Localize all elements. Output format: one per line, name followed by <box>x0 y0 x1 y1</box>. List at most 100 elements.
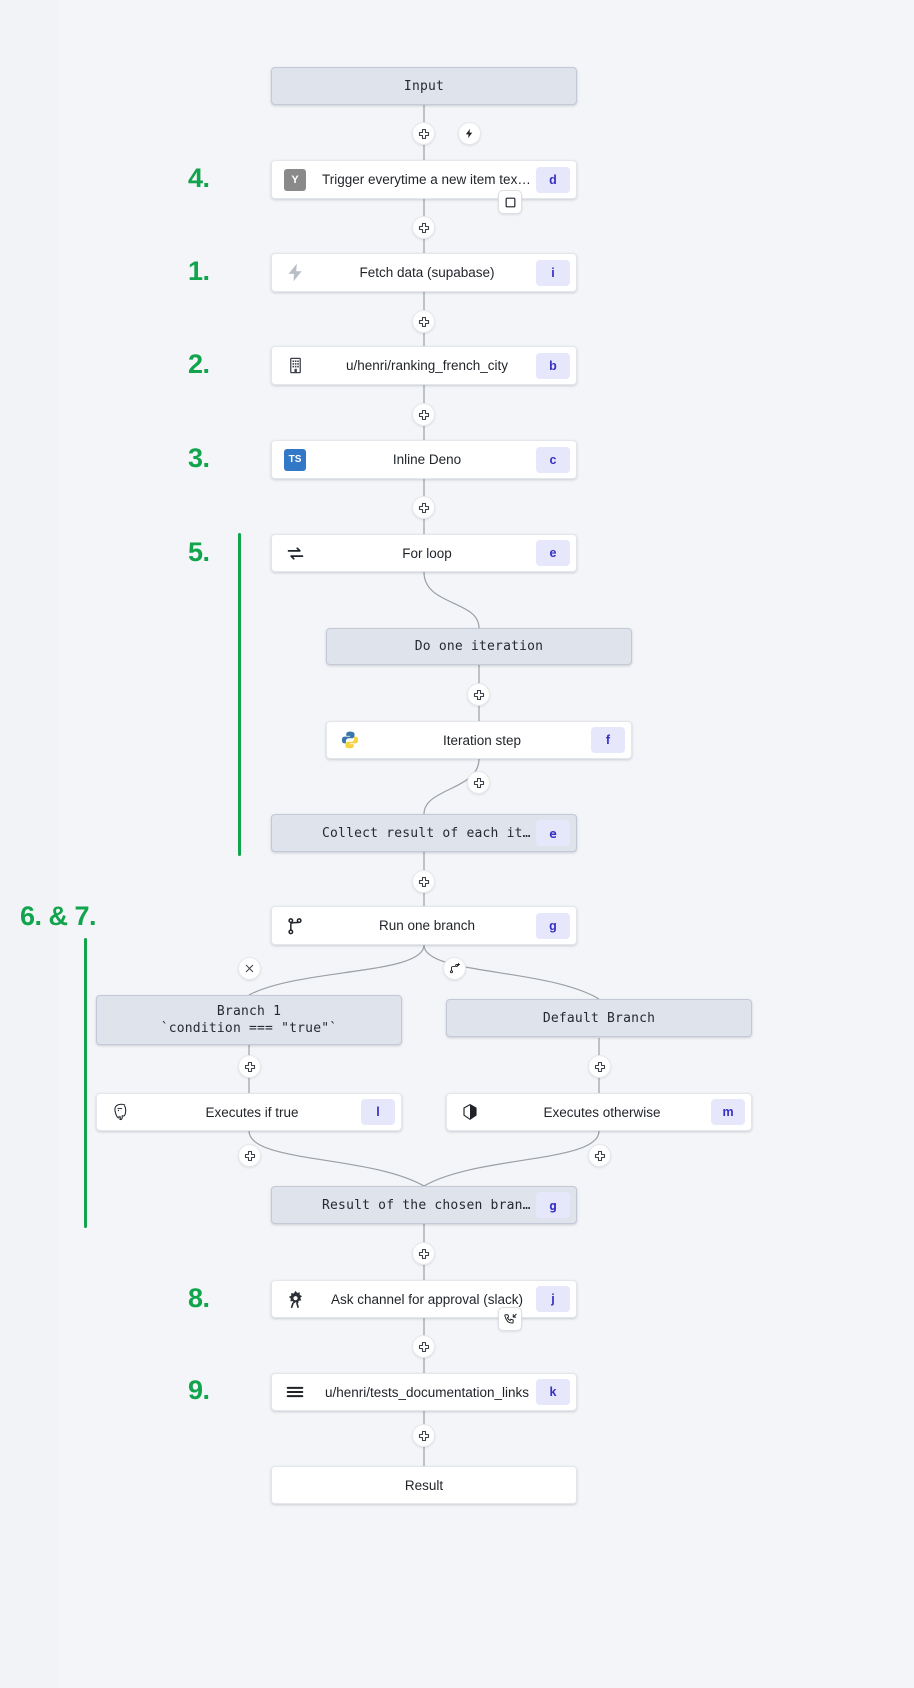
add-step-handle-ask-channel[interactable] <box>412 1242 435 1265</box>
node-default-branch[interactable]: Default Branch <box>446 999 752 1037</box>
node-trigger[interactable]: Y Trigger everytime a new item text o… d <box>271 160 577 199</box>
plus-cross-icon <box>418 1430 429 1441</box>
node-tests-documentation-links-label: u/henri/tests_documentation_links <box>324 1384 530 1400</box>
add-branch-handle[interactable] <box>443 957 466 980</box>
building-glyph <box>289 357 301 374</box>
plus-cross-icon <box>244 1061 255 1072</box>
trigger-bolt-handle[interactable] <box>458 122 481 145</box>
node-executes-otherwise-badge[interactable]: m <box>711 1099 745 1125</box>
approval-suspend-badge[interactable] <box>498 1307 522 1331</box>
loop-arrows-icon <box>272 543 318 564</box>
add-step-handle-trigger[interactable] <box>412 216 435 239</box>
node-default-branch-label: Default Branch <box>542 1010 656 1026</box>
node-tests-documentation-links-badge[interactable]: k <box>536 1379 570 1405</box>
plus-cross-icon <box>473 777 484 788</box>
plus-cross-icon <box>418 502 429 513</box>
add-step-handle-tests-doc[interactable] <box>412 1335 435 1358</box>
node-result-label: Result <box>404 1477 444 1493</box>
python-glyph <box>341 731 359 749</box>
node-fetch-data-badge[interactable]: i <box>536 259 570 286</box>
node-input-label: Input <box>403 78 445 94</box>
node-ask-channel-approval[interactable]: Ask channel for approval (slack) j <box>271 1280 577 1318</box>
supabase-bolt-icon <box>272 262 318 283</box>
node-trigger-badge[interactable]: d <box>536 166 570 193</box>
node-result[interactable]: Result <box>271 1466 577 1504</box>
node-executes-if-true[interactable]: Executes if true l <box>96 1093 402 1131</box>
node-do-one-iteration[interactable]: Do one iteration <box>326 628 632 665</box>
node-iteration-step[interactable]: Iteration step f <box>326 721 632 759</box>
plus-cross-icon <box>244 1150 255 1161</box>
add-step-handle-iteration[interactable] <box>467 683 490 706</box>
node-input[interactable]: Input <box>271 67 577 105</box>
node-iteration-step-badge[interactable]: f <box>591 727 625 753</box>
node-ranking-french-city[interactable]: u/henri/ranking_french_city b <box>271 346 577 385</box>
add-step-handle-true-branch[interactable] <box>238 1144 261 1167</box>
add-step-handle-ranking[interactable] <box>412 403 435 426</box>
docker-cube-icon <box>447 1102 493 1122</box>
node-branch-1[interactable]: Branch 1 `condition === "true"` <box>96 995 402 1045</box>
node-collect-result-badge[interactable]: e <box>536 820 570 846</box>
node-inline-deno-label: Inline Deno <box>392 452 462 467</box>
for-loop-group-bar <box>238 533 241 856</box>
close-icon <box>245 964 254 973</box>
y-square-icon: Y <box>272 168 318 191</box>
supabase-bolt-glyph <box>288 263 302 282</box>
slack-gear-glyph <box>288 1290 302 1308</box>
plus-cross-icon <box>418 316 429 327</box>
node-inline-deno[interactable]: TS Inline Deno c <box>271 440 577 479</box>
node-collect-result-label: Collect result of each iteration <box>322 825 536 841</box>
add-step-handle-otherwise-branch[interactable] <box>588 1144 611 1167</box>
y-square-glyph: Y <box>284 168 306 191</box>
typescript-glyph: TS <box>284 448 306 471</box>
node-ask-channel-approval-badge[interactable]: j <box>536 1286 570 1312</box>
branch-glyph <box>288 917 302 934</box>
step-number-5: 5. <box>188 537 210 567</box>
add-step-handle-deno[interactable] <box>412 496 435 519</box>
remove-branch-handle[interactable] <box>238 957 261 980</box>
add-step-handle-default-branch[interactable] <box>588 1055 611 1078</box>
step-number-4: 4. <box>188 163 210 193</box>
plus-cross-icon <box>418 876 429 887</box>
plus-cross-icon <box>594 1061 605 1072</box>
node-fetch-data[interactable]: Fetch data (supabase) i <box>271 253 577 292</box>
square-outline-icon <box>505 197 515 207</box>
add-step-handle-fetch[interactable] <box>412 310 435 333</box>
node-run-one-branch-badge[interactable]: g <box>536 912 570 939</box>
node-fetch-data-label: Fetch data (supabase) <box>359 265 495 280</box>
node-result-chosen-branch-badge[interactable]: g <box>536 1192 570 1218</box>
add-step-handle-result[interactable] <box>412 1424 435 1447</box>
branch-group-bar <box>84 938 87 1228</box>
plus-cross-icon <box>418 409 429 420</box>
node-executes-if-true-badge[interactable]: l <box>361 1099 395 1125</box>
node-tests-documentation-links[interactable]: u/henri/tests_documentation_links k <box>271 1373 577 1411</box>
loop-arrows-glyph <box>287 546 303 560</box>
node-for-loop-badge[interactable]: e <box>536 540 570 566</box>
node-for-loop-label: For loop <box>402 545 452 561</box>
node-executes-otherwise-label: Executes otherwise <box>543 1104 661 1120</box>
add-step-handle-collect[interactable] <box>467 771 490 794</box>
node-run-one-branch[interactable]: Run one branch g <box>271 906 577 945</box>
add-step-handle-branch1[interactable] <box>238 1055 261 1078</box>
step-number-1: 1. <box>188 256 210 286</box>
python-icon <box>327 730 373 750</box>
docker-cube-glyph <box>463 1104 477 1120</box>
node-collect-result[interactable]: Collect result of each iteration e <box>271 814 577 852</box>
slack-gear-icon <box>272 1289 318 1310</box>
node-for-loop[interactable]: For loop e <box>271 534 577 572</box>
node-executes-if-true-label: Executes if true <box>205 1104 299 1120</box>
lightning-bolt-icon <box>465 128 473 139</box>
add-step-handle-input[interactable] <box>412 122 435 145</box>
node-result-chosen-branch-label: Result of the chosen branch <box>322 1197 536 1213</box>
node-ranking-french-city-badge[interactable]: b <box>536 352 570 379</box>
branch-icon <box>272 916 318 936</box>
node-inline-deno-badge[interactable]: c <box>536 446 570 473</box>
node-ranking-french-city-label: u/henri/ranking_french_city <box>345 358 509 373</box>
step-number-9: 9. <box>188 1375 210 1405</box>
node-executes-otherwise[interactable]: Executes otherwise m <box>446 1093 752 1131</box>
plus-cross-icon <box>418 1341 429 1352</box>
trigger-schedule-badge[interactable] <box>498 190 522 214</box>
add-step-handle-branch[interactable] <box>412 870 435 893</box>
node-result-chosen-branch[interactable]: Result of the chosen branch g <box>271 1186 577 1224</box>
add-branch-icon <box>450 962 461 974</box>
